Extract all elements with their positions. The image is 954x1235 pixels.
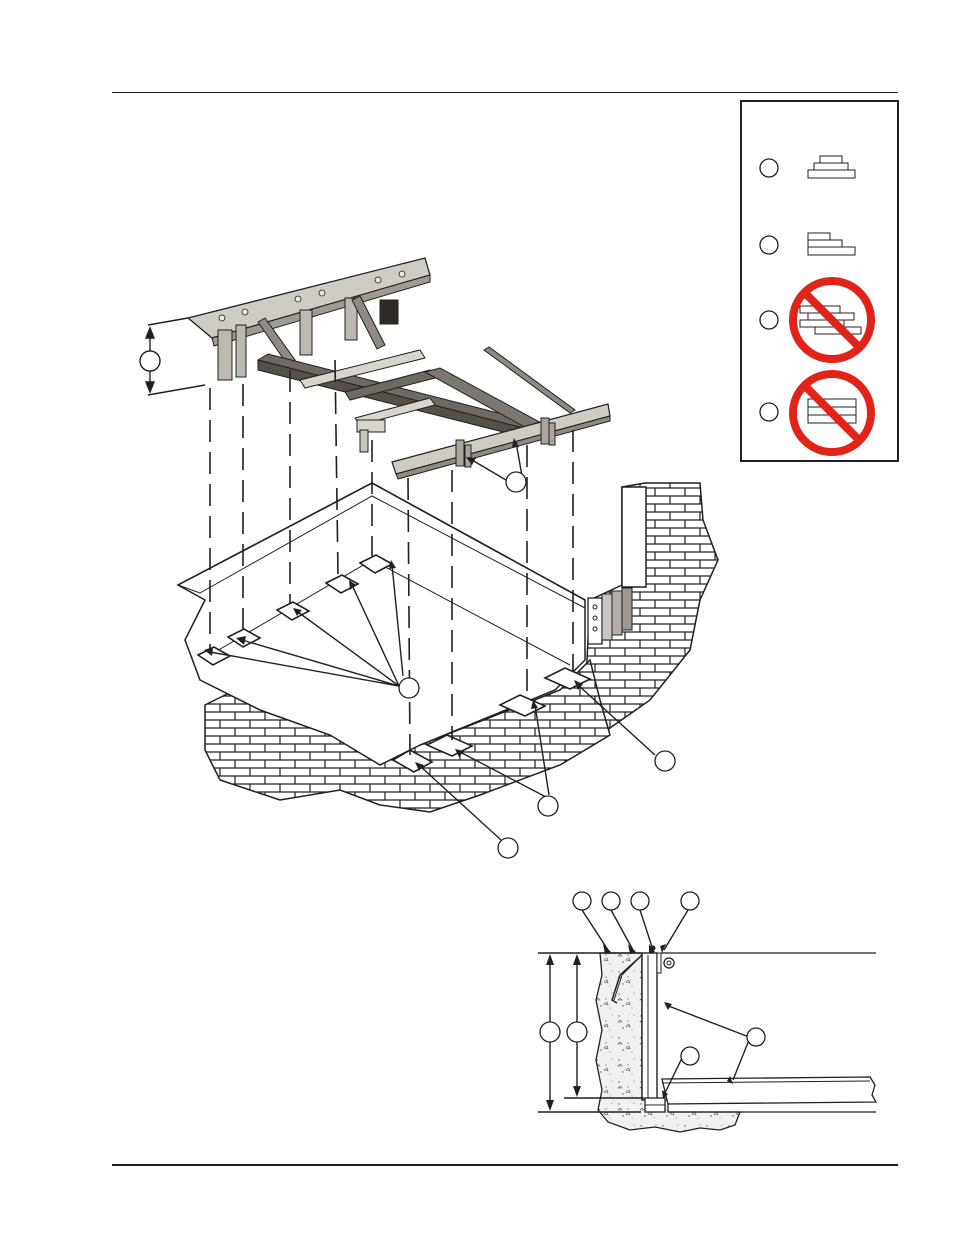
leveler-frame bbox=[188, 258, 610, 479]
curb-channel bbox=[642, 953, 657, 1100]
wall-pier bbox=[622, 487, 646, 587]
callout-circle bbox=[760, 311, 778, 329]
callout-circle-weld bbox=[631, 892, 649, 910]
callout-circle bbox=[140, 351, 160, 371]
concrete-section bbox=[596, 953, 740, 1132]
callout-circle-dimension-a bbox=[540, 1022, 560, 1042]
callout-circle bbox=[760, 403, 778, 421]
callout-circle-hinge bbox=[506, 472, 526, 492]
legend-panel bbox=[741, 101, 898, 461]
callout-circle-rear-shim bbox=[655, 751, 675, 771]
height-dimension bbox=[140, 318, 205, 395]
callout-circle bbox=[760, 236, 778, 254]
callout-circle-anchor bbox=[573, 892, 591, 910]
callout-circle-frame bbox=[747, 1028, 765, 1046]
callout-circle-front-shims bbox=[538, 796, 558, 816]
callout-circle-curb bbox=[602, 892, 620, 910]
callout-circle-hinge-pin bbox=[681, 892, 699, 910]
callout-circle-shims bbox=[399, 678, 419, 698]
callout-circle bbox=[760, 159, 778, 177]
pit-illustration bbox=[140, 258, 718, 858]
callout-circle-shim bbox=[681, 1047, 699, 1065]
callout-circle-corner-shim bbox=[498, 838, 518, 858]
callout-circle-dimension-b bbox=[567, 1022, 587, 1042]
section-detail bbox=[538, 892, 876, 1132]
